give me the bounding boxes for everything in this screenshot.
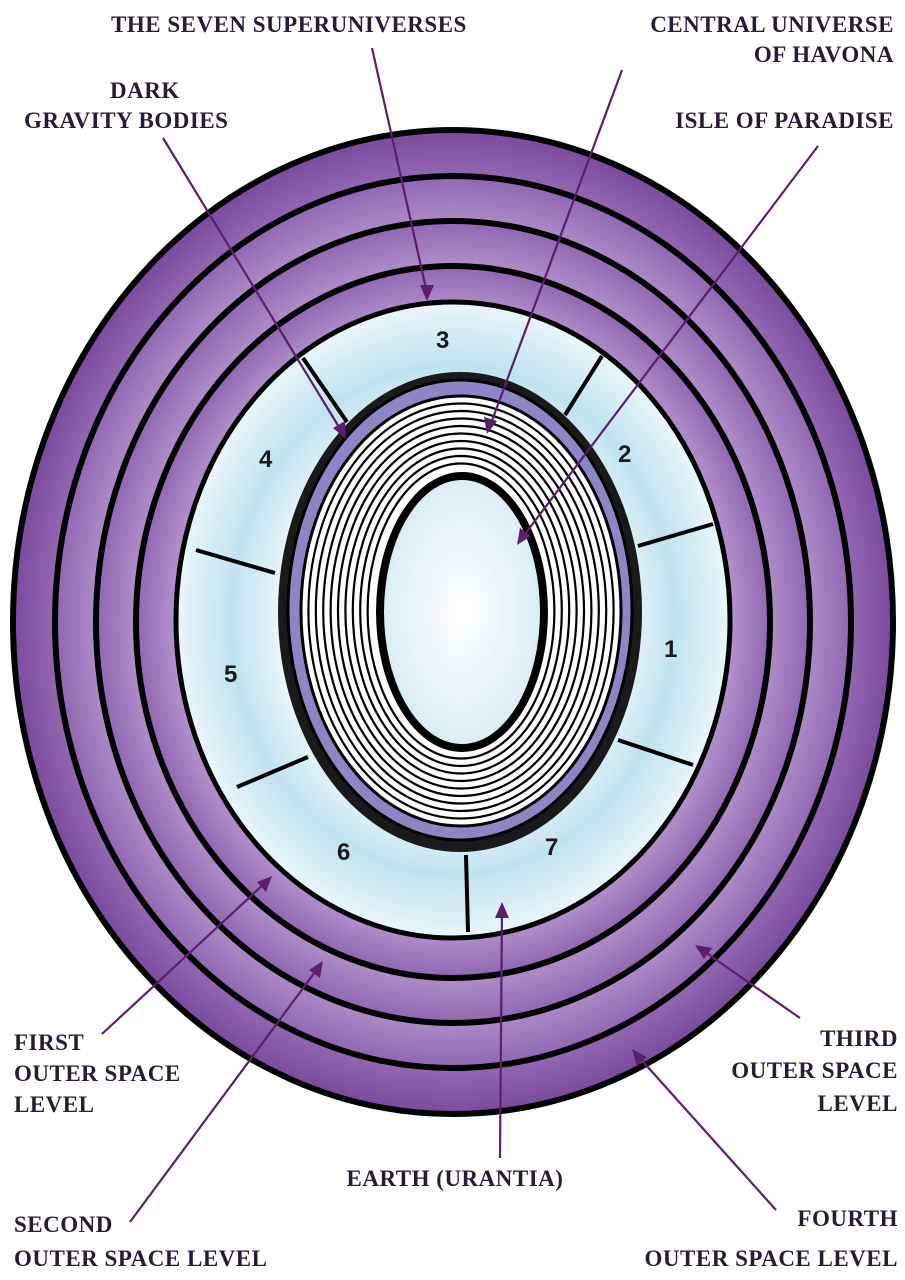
- label-isle-of-paradise: ISLE OF PARADISE: [675, 108, 894, 133]
- superuniverse-1-number: 1: [664, 636, 677, 663]
- divider-6-7: [466, 855, 468, 932]
- label-seven-superuniverses: THE SEVEN SUPERUNIVERSES: [111, 12, 467, 37]
- label-third-level-line1: THIRD: [820, 1026, 898, 1051]
- label-earth: EARTH (URANTIA): [347, 1166, 564, 1191]
- label-central-universe-line2: OF HAVONA: [754, 42, 894, 67]
- label-fourth-level-line1: FOURTH: [797, 1206, 898, 1231]
- label-central-universe-line1: CENTRAL UNIVERSE: [650, 12, 894, 37]
- label-dark-gravity-line1: DARK: [110, 78, 180, 103]
- label-first-level-line1: FIRST: [14, 1030, 84, 1055]
- label-first-level-line2: OUTER SPACE: [14, 1061, 181, 1086]
- label-dark-gravity-line2: GRAVITY BODIES: [24, 108, 228, 133]
- label-second-level-line1: SECOND: [14, 1212, 113, 1237]
- label-first-level-line3: LEVEL: [14, 1092, 94, 1117]
- label-fourth-level-line2: OUTER SPACE LEVEL: [645, 1246, 898, 1271]
- label-third-level-line3: LEVEL: [818, 1091, 898, 1116]
- superuniverse-2-number: 2: [618, 441, 631, 468]
- label-third-level-line2: OUTER SPACE: [731, 1058, 898, 1083]
- isle-of-paradise: [376, 472, 548, 752]
- superuniverse-3-number: 3: [436, 327, 449, 354]
- superuniverse-7-number: 7: [545, 834, 558, 861]
- superuniverse-6-number: 6: [337, 839, 350, 866]
- label-second-level-line2: OUTER SPACE LEVEL: [14, 1246, 267, 1271]
- superuniverse-4-number: 4: [259, 446, 273, 473]
- superuniverse-5-number: 5: [224, 661, 237, 688]
